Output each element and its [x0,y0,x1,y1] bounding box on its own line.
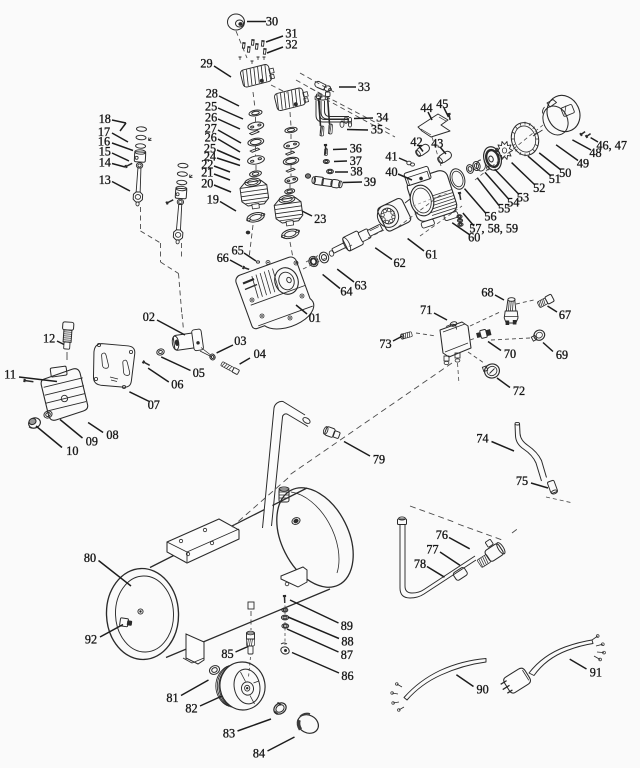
svg-text:71: 71 [420,303,432,317]
svg-text:28: 28 [206,87,218,101]
svg-text:19: 19 [207,193,219,207]
svg-text:61: 61 [425,248,437,262]
svg-text:67: 67 [559,308,571,322]
svg-text:20: 20 [201,177,213,191]
svg-text:60: 60 [468,231,480,245]
svg-text:86: 86 [341,669,353,683]
svg-text:66: 66 [217,251,229,265]
svg-text:64: 64 [340,285,352,299]
svg-text:32: 32 [285,38,297,52]
svg-text:72: 72 [513,384,525,398]
svg-text:92: 92 [85,633,97,647]
svg-text:04: 04 [254,347,266,361]
svg-text:90: 90 [477,683,489,697]
svg-text:33: 33 [358,80,370,94]
svg-text:87: 87 [341,648,353,662]
svg-text:39: 39 [364,175,376,189]
svg-text:02: 02 [143,310,155,324]
svg-text:85: 85 [221,647,233,661]
svg-text:29: 29 [200,57,212,71]
svg-text:13: 13 [99,173,111,187]
svg-text:07: 07 [148,398,160,412]
svg-text:75: 75 [516,474,528,488]
svg-text:83: 83 [223,727,235,741]
svg-text:73: 73 [379,337,391,351]
svg-text:44: 44 [420,101,432,115]
svg-text:41: 41 [385,150,397,164]
svg-text:35: 35 [371,123,383,137]
svg-text:12: 12 [43,332,55,346]
svg-text:40: 40 [385,165,397,179]
svg-text:01: 01 [309,311,321,325]
svg-text:45: 45 [436,97,448,111]
svg-text:09: 09 [86,435,98,449]
svg-text:69: 69 [556,348,568,362]
svg-text:62: 62 [394,256,406,270]
svg-text:89: 89 [341,619,353,633]
svg-text:84: 84 [253,747,265,761]
svg-text:82: 82 [185,702,197,716]
svg-text:43: 43 [431,137,443,151]
svg-text:63: 63 [355,279,367,293]
svg-text:49: 49 [577,157,589,171]
svg-text:68: 68 [481,286,493,300]
svg-text:05: 05 [193,366,205,380]
svg-text:91: 91 [590,666,602,680]
svg-text:78: 78 [414,557,426,571]
svg-text:42: 42 [410,135,422,149]
svg-text:51: 51 [549,172,561,186]
svg-text:08: 08 [106,428,118,442]
svg-text:14: 14 [99,156,111,170]
svg-text:18: 18 [99,112,111,126]
svg-text:77: 77 [426,543,438,557]
svg-text:79: 79 [373,453,385,467]
svg-text:11: 11 [4,368,16,382]
svg-text:54: 54 [507,196,519,210]
svg-text:48: 48 [589,146,601,160]
svg-text:30: 30 [266,15,278,29]
svg-text:81: 81 [166,691,178,705]
svg-text:03: 03 [234,334,246,348]
svg-text:88: 88 [341,635,353,649]
svg-text:76: 76 [436,528,448,542]
svg-text:52: 52 [533,181,545,195]
svg-text:70: 70 [504,347,516,361]
svg-text:74: 74 [476,432,488,446]
svg-text:23: 23 [314,212,326,226]
svg-text:65: 65 [232,244,244,258]
svg-text:50: 50 [559,166,571,180]
svg-text:10: 10 [66,444,78,458]
svg-text:06: 06 [171,378,183,392]
svg-text:38: 38 [350,165,362,179]
svg-text:80: 80 [84,551,96,565]
